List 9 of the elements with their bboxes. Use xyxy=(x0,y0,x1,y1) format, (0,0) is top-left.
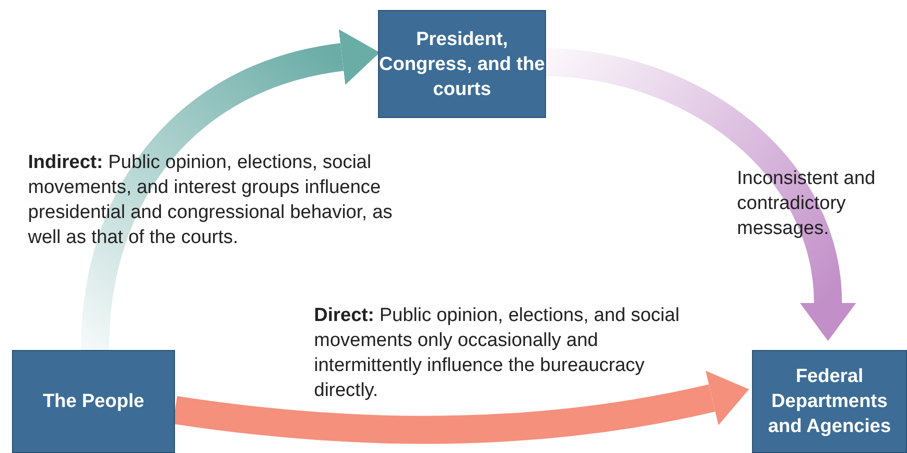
arrow xyxy=(544,48,856,341)
arrow xyxy=(81,29,380,351)
process-box: The People xyxy=(12,350,175,453)
process-box: Federal Departments and Agencies xyxy=(752,350,907,453)
edge-label: Inconsistent and contradictory messages. xyxy=(737,167,876,241)
edge-label: Indirect: Public opinion, elections, social movements, and interest groups influence presidential and congressional behavior, as well as that of the courts. xyxy=(28,151,394,250)
edge-label: Direct: Public opinion, elections, and social movements only occasionally and intermittently influence the bureaucracy directly. xyxy=(314,304,680,403)
process-box: President, Congress, and the courts xyxy=(378,10,546,118)
arrow xyxy=(173,370,750,444)
